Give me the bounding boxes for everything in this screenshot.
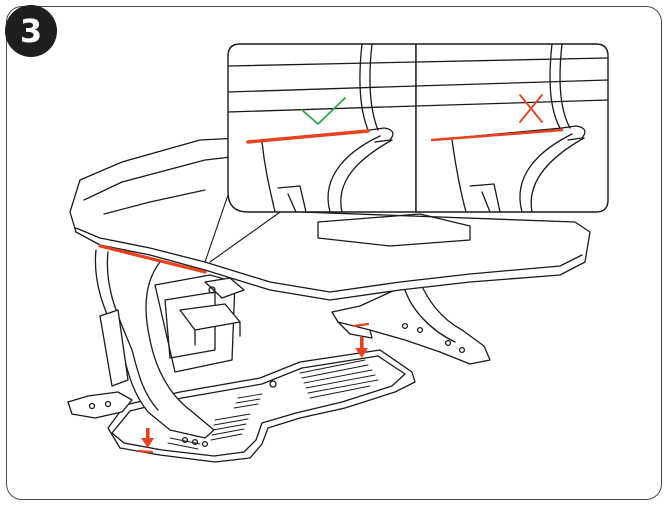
callout-connectors <box>204 194 291 263</box>
step-number-badge: 3 <box>5 5 57 57</box>
down-arrow-left <box>141 428 154 448</box>
left-support-leg <box>67 249 215 439</box>
down-arrow-right <box>355 337 368 358</box>
alignment-line <box>98 244 207 274</box>
detail-panel-incorrect <box>415 43 609 213</box>
right-support-leg <box>331 281 491 365</box>
detail-panel-correct <box>227 43 417 213</box>
slot-mark-left <box>137 449 154 454</box>
inner-frame <box>154 274 245 373</box>
slot-mark-right <box>352 322 370 328</box>
cross-icon <box>519 94 543 123</box>
step-number: 3 <box>19 12 43 50</box>
plate-ribs <box>167 359 379 450</box>
checkmark-icon <box>301 97 346 125</box>
top-housing <box>69 137 591 301</box>
